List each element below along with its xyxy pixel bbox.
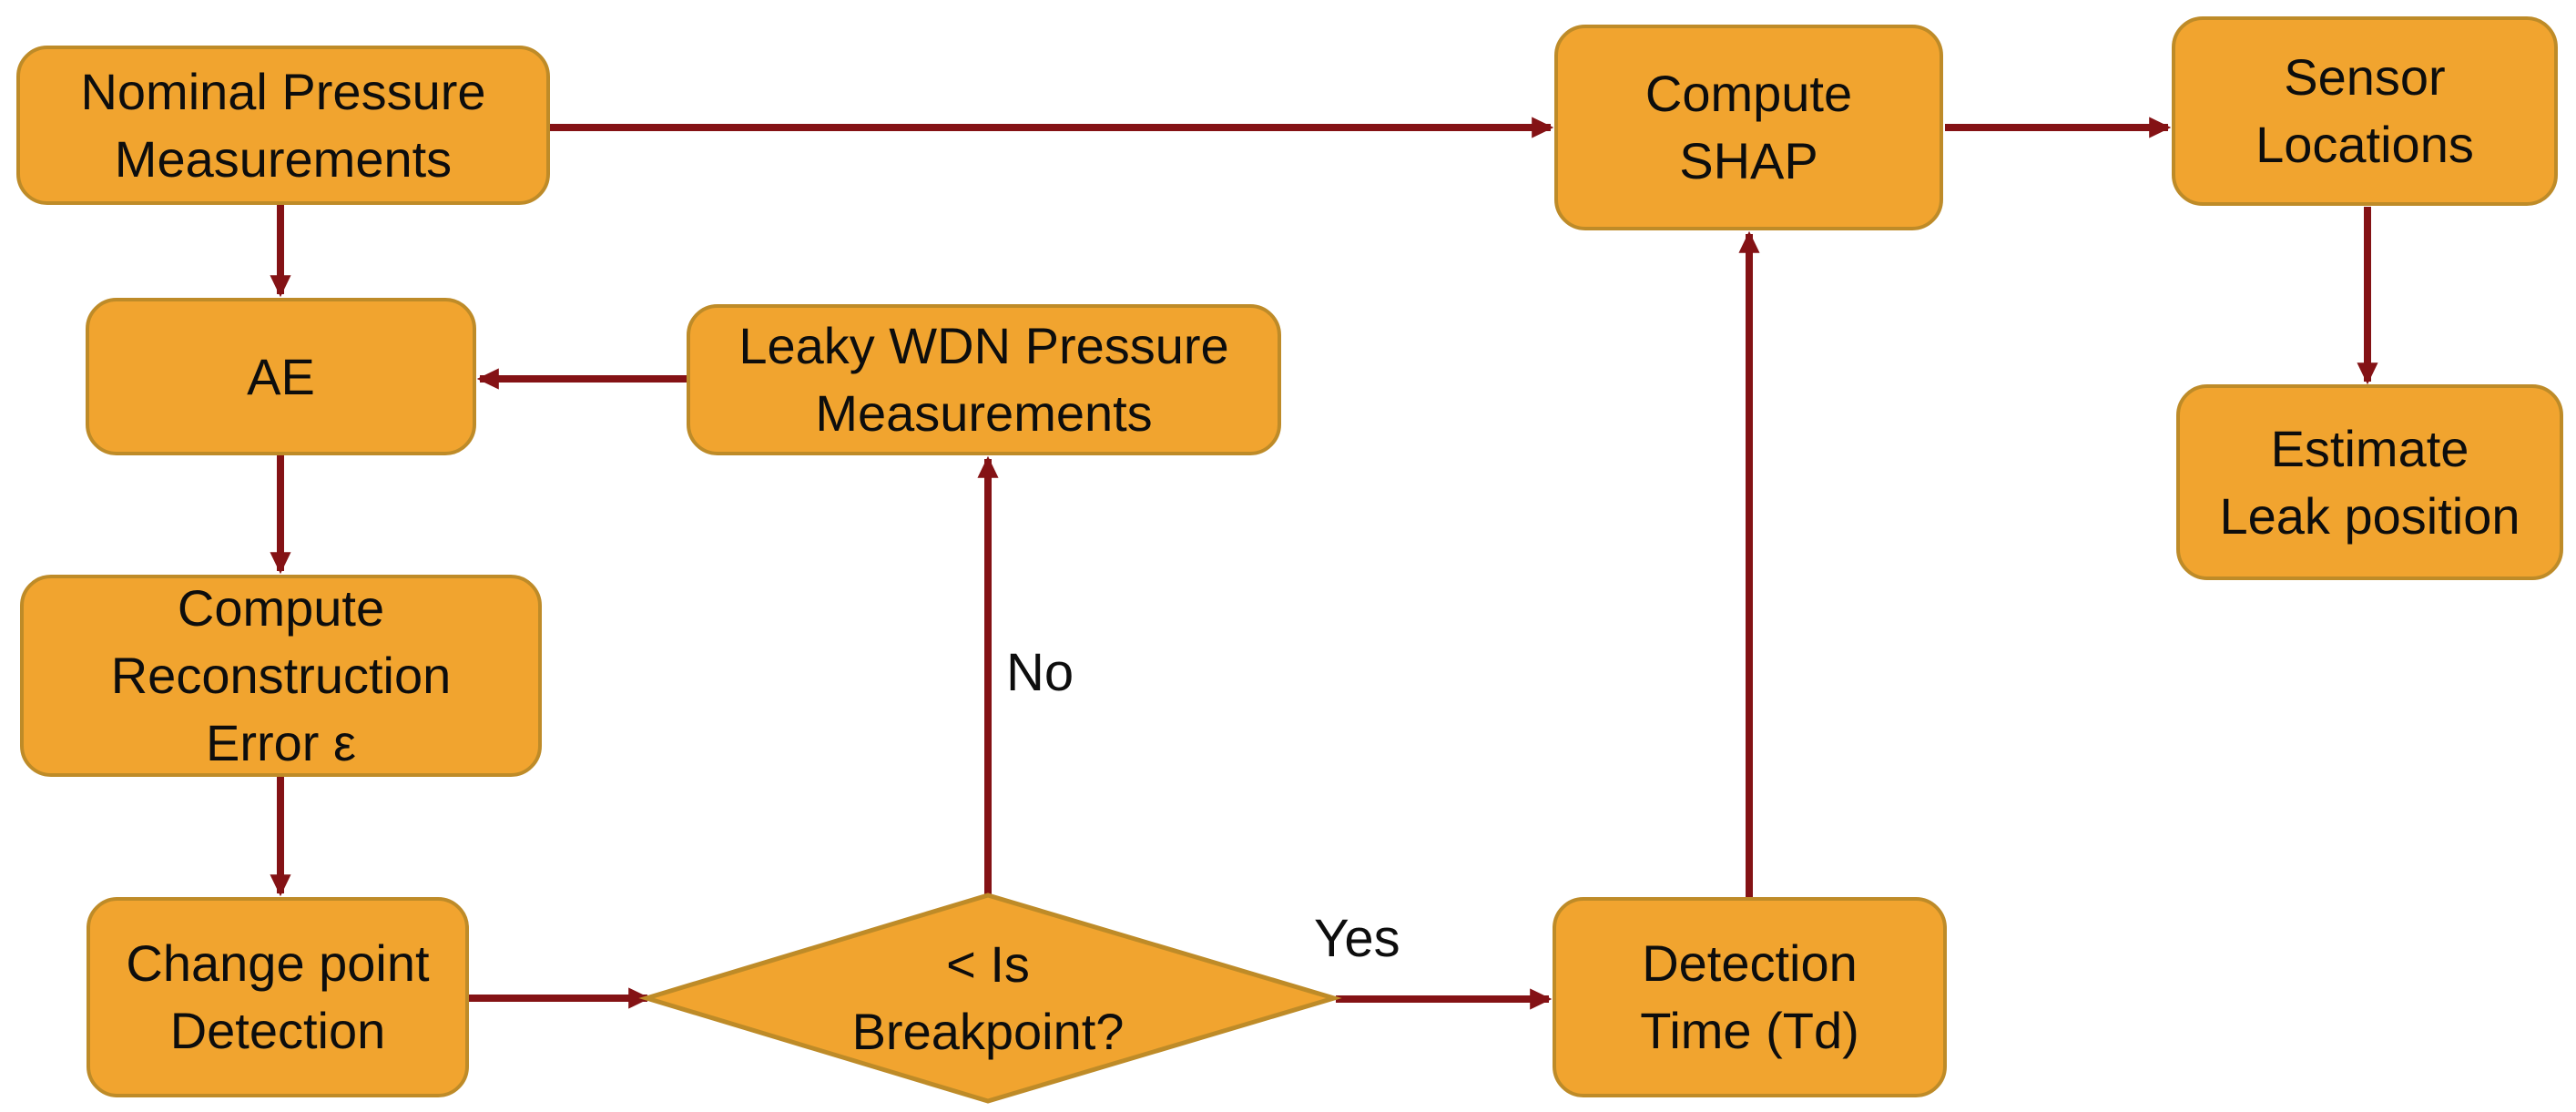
node-estimate-leak-position: Estimate Leak position bbox=[2176, 384, 2563, 580]
edge-label-no: No bbox=[1006, 643, 1074, 702]
node-detection-time: Detection Time (Td) bbox=[1553, 897, 1947, 1097]
decision-diamond-shape bbox=[638, 893, 1342, 1104]
node-nominal-pressure-measurements: Nominal Pressure Measurements bbox=[16, 46, 550, 205]
node-ae: AE bbox=[86, 298, 476, 455]
node-sensor-locations: Sensor Locations bbox=[2172, 16, 2558, 206]
edge-label-yes: Yes bbox=[1314, 909, 1400, 968]
node-change-point-detection: Change point Detection bbox=[87, 897, 469, 1097]
node-is-breakpoint-decision: < Is Breakpoint? bbox=[851, 935, 1125, 1060]
node-leaky-wdn-pressure-measurements: Leaky WDN Pressure Measurements bbox=[687, 304, 1281, 455]
node-compute-reconstruction-error: Compute Reconstruction Error ε bbox=[20, 575, 542, 777]
node-compute-shap: Compute SHAP bbox=[1554, 25, 1943, 230]
